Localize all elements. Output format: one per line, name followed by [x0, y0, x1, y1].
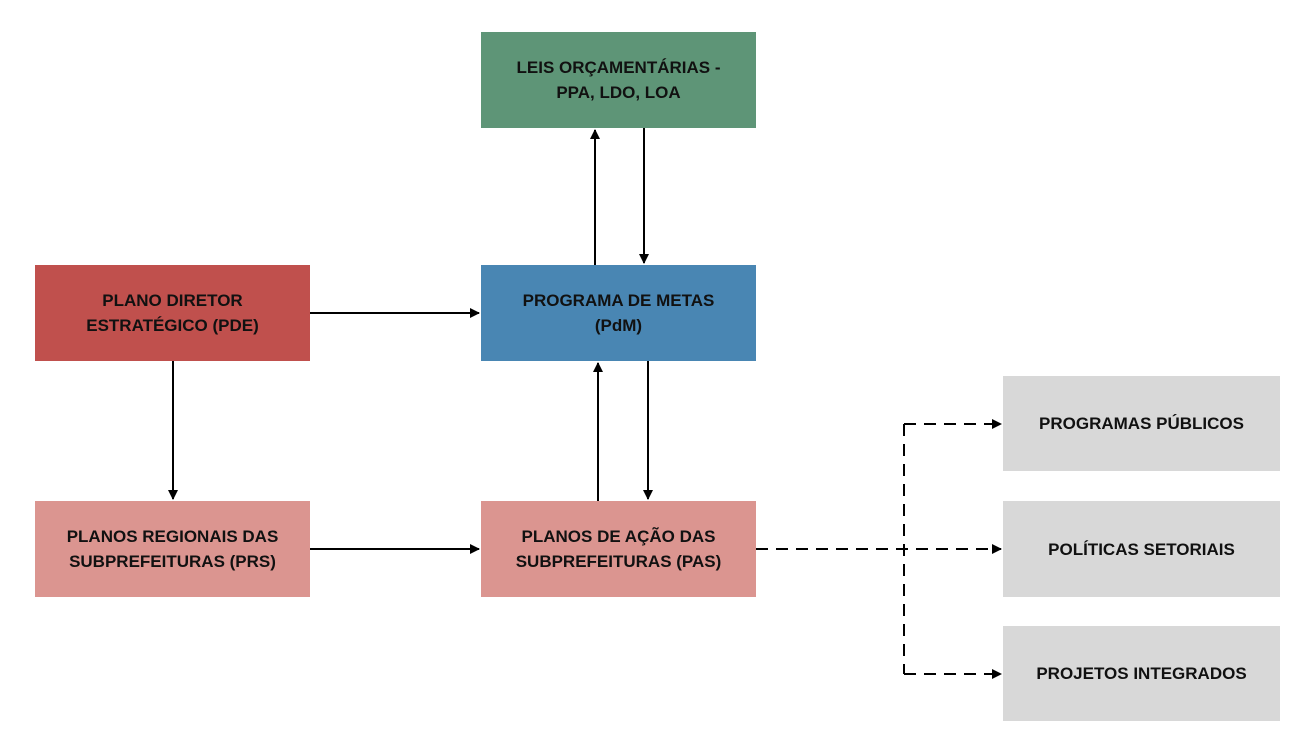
politicas-setoriais-label: POLÍTICAS SETORIAIS: [1048, 539, 1235, 559]
projetos-integrados-box: PROJETOS INTEGRADOS: [1003, 626, 1280, 721]
plano-diretor-box: PLANO DIRETOR ESTRATÉGICO (PDE): [35, 265, 310, 361]
programas-publicos-label: PROGRAMAS PÚBLICOS: [1039, 414, 1244, 433]
planos-de-acao-box: PLANOS DE AÇÃO DAS SUBPREFEITURAS (PAS): [481, 501, 756, 597]
planos-regionais-label: PLANOS REGIONAIS DAS SUBPREFEITURAS (PRS…: [66, 527, 279, 571]
leis-orcamentarias-label: LEIS ORÇAMENTÁRIAS - PPA, LDO, LOA: [516, 58, 721, 102]
leis-orcamentarias-box: LEIS ORÇAMENTÁRIAS - PPA, LDO, LOA: [481, 32, 756, 128]
projetos-integrados-label: PROJETOS INTEGRADOS: [1036, 664, 1247, 683]
programa-de-metas-label: PROGRAMA DE METAS (PdM): [522, 291, 715, 335]
planos-regionais-box: PLANOS REGIONAIS DAS SUBPREFEITURAS (PRS…: [35, 501, 310, 597]
programas-publicos-box: PROGRAMAS PÚBLICOS: [1003, 376, 1280, 471]
plano-diretor-label: PLANO DIRETOR ESTRATÉGICO (PDE): [86, 291, 259, 335]
programa-de-metas-box: PROGRAMA DE METAS (PdM): [481, 265, 756, 361]
politicas-setoriais-box: POLÍTICAS SETORIAIS: [1003, 501, 1280, 597]
planos-de-acao-label: PLANOS DE AÇÃO DAS SUBPREFEITURAS (PAS): [515, 527, 722, 571]
